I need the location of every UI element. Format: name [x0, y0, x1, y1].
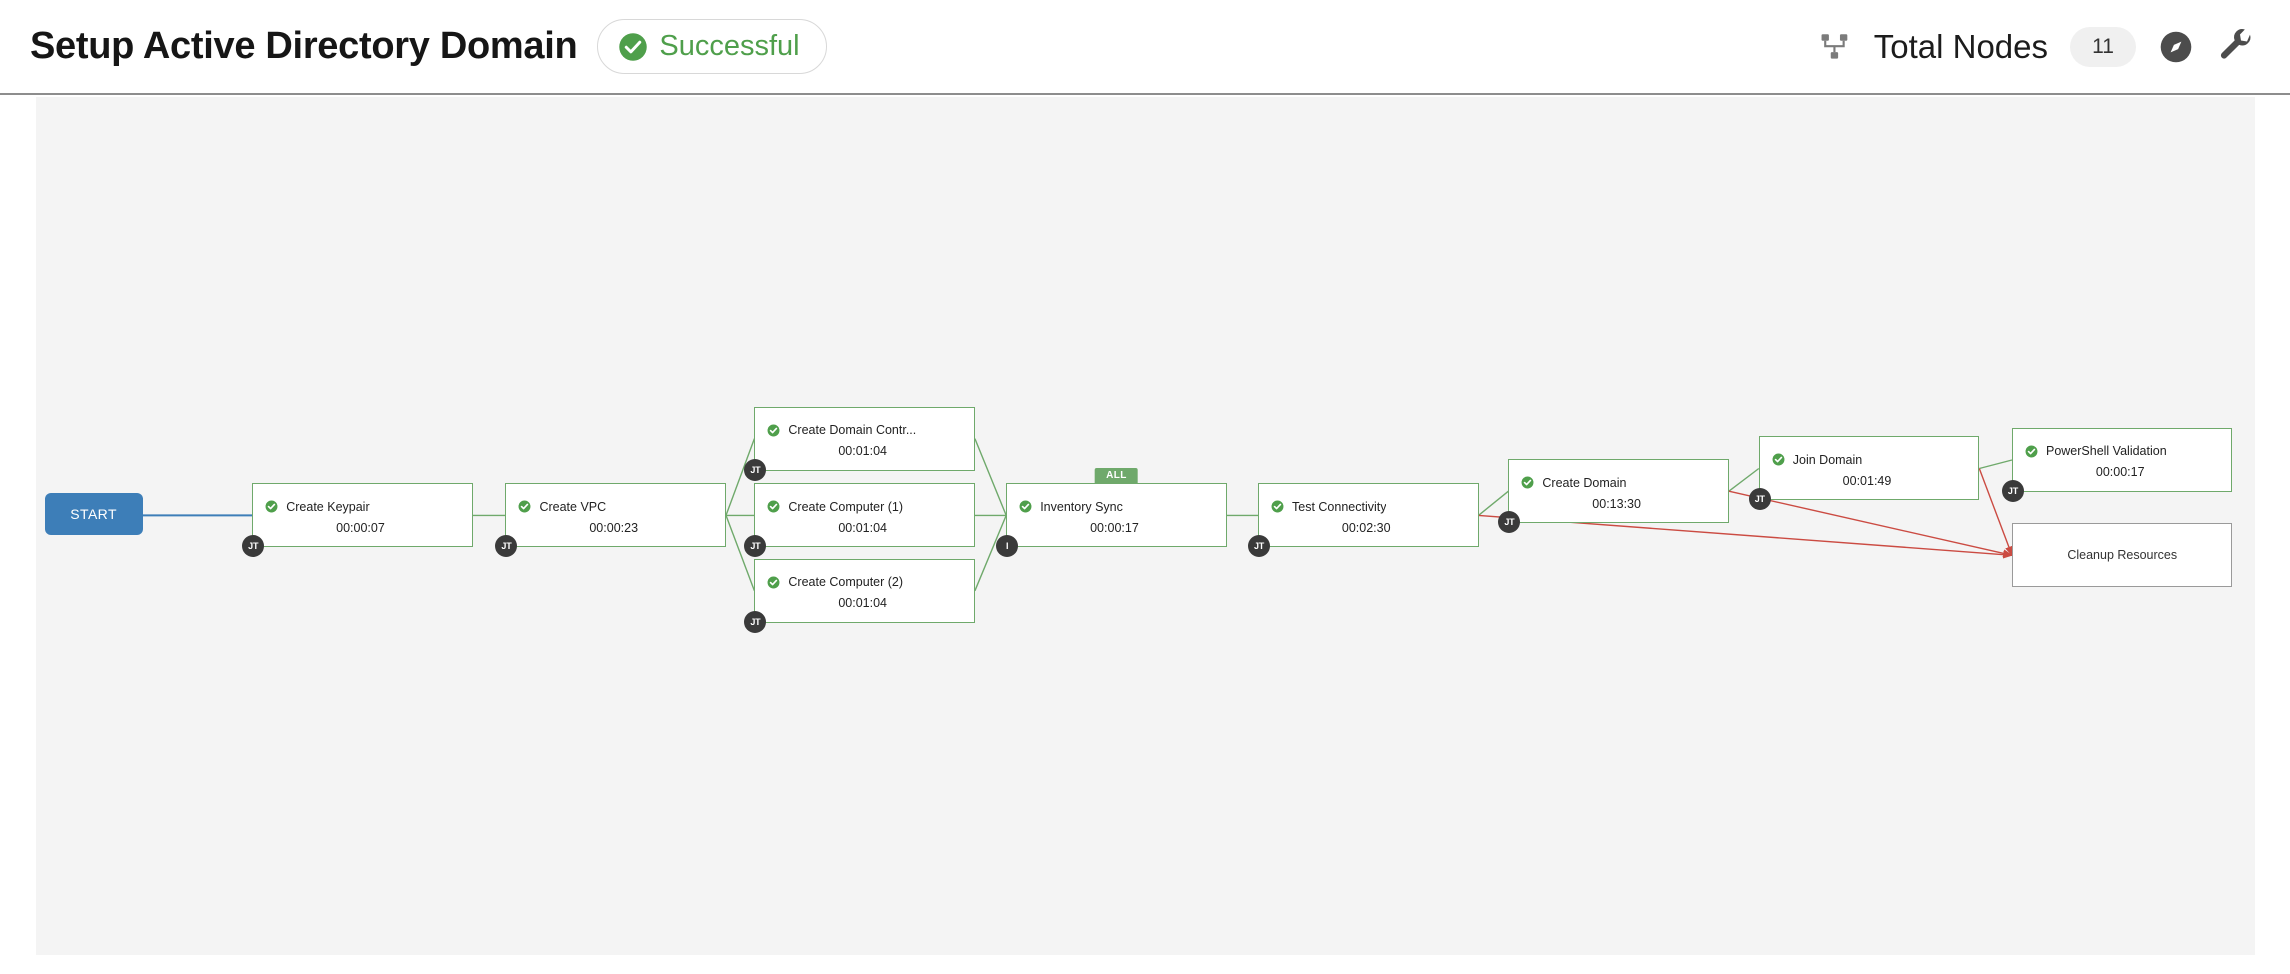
sitemap-icon: [1818, 30, 1852, 64]
node-chip-all: ALL: [1095, 468, 1138, 485]
node-title: Create Domain: [1542, 475, 1627, 490]
node-title: Create VPC: [539, 499, 607, 514]
check-circle-icon: [1521, 476, 1534, 489]
node-duration: 00:02:30: [1341, 520, 1391, 535]
edge-test-connectivity-to-create-domain: [1478, 490, 1509, 516]
node-badge-jt[interactable]: JT: [744, 458, 767, 481]
total-nodes-label: Total Nodes: [1873, 27, 2048, 65]
node-badge-jt[interactable]: JT: [744, 610, 767, 633]
node-header: Create Computer (2): [755, 571, 974, 593]
node-header: Create VPC: [506, 496, 725, 518]
check-circle-icon: [2025, 445, 2038, 458]
node-badge-jt[interactable]: JT: [1748, 488, 1771, 511]
wrench-icon: [2216, 27, 2256, 67]
node-title: Create Keypair: [286, 499, 370, 514]
edge-create-domain-to-join-domain: [1728, 467, 1760, 492]
edge-join-domain-to-cleanup-resources: [1978, 468, 2013, 557]
node-title: Create Computer (1): [788, 499, 904, 514]
node-start-label: START: [70, 506, 117, 522]
total-nodes-count-badge: 11: [2070, 26, 2136, 67]
compass-icon: [2158, 29, 2194, 65]
node-title: Create Domain Contr...: [788, 423, 917, 438]
node-title: Inventory Sync: [1040, 499, 1123, 514]
check-circle-icon: [1271, 500, 1284, 513]
node-header: Inventory Sync: [1007, 496, 1226, 518]
check-circle-icon: [767, 424, 780, 437]
page-title: Setup Active Directory Domain: [30, 25, 578, 67]
node-badge-jt[interactable]: JT: [1248, 535, 1270, 558]
node-title: PowerShell Validation: [2045, 444, 2167, 459]
edge-create-vpc-to-create-computer-2: [725, 515, 756, 592]
node-duration: 00:00:23: [589, 520, 639, 535]
node-badge-i[interactable]: I: [996, 535, 1019, 558]
node-header: Test Connectivity: [1259, 496, 1478, 518]
check-circle-icon: [767, 500, 780, 513]
node-duration: 00:00:17: [1090, 520, 1139, 535]
node-duration: 00:00:07: [336, 520, 385, 535]
node-header: Create Domain: [1509, 472, 1728, 494]
compass-icon-button[interactable]: [2158, 29, 2194, 65]
app-header: Setup Active Directory Domain Successful…: [0, 0, 2290, 95]
node-badge-jt[interactable]: JT: [495, 535, 518, 558]
wrench-icon-button[interactable]: [2216, 27, 2256, 67]
node-title: Cleanup Resources: [2067, 548, 2178, 563]
node-header: Create Computer (1): [755, 496, 974, 518]
header-left-group: Setup Active Directory Domain Successful: [30, 0, 827, 93]
node-title: Join Domain: [1792, 452, 1863, 467]
check-circle-icon: [1772, 454, 1785, 466]
node-duration: 00:01:04: [838, 596, 887, 611]
status-badge: Successful: [597, 19, 827, 74]
node-duration: 00:13:30: [1592, 496, 1641, 511]
node-header: Create Domain Contr...: [755, 419, 974, 441]
node-badge-jt[interactable]: JT: [2001, 479, 2024, 502]
node-start[interactable]: START: [44, 493, 143, 535]
node-badge-jt[interactable]: JT: [744, 535, 767, 558]
node-duration: 00:01:04: [838, 444, 887, 459]
node-badge-jt[interactable]: JT: [1498, 511, 1521, 534]
node-duration: 00:00:17: [2095, 465, 2145, 480]
node-header: Join Domain: [1760, 449, 1979, 471]
node-cleanup-resources[interactable]: Cleanup Resources: [2011, 523, 2233, 588]
check-circle-icon: [518, 500, 531, 513]
node-title: Create Computer (2): [788, 575, 904, 590]
node-header: Create Keypair: [253, 496, 472, 518]
node-badge-jt[interactable]: JT: [242, 535, 265, 558]
edge-create-vpc-to-create-domain-controller: [725, 438, 756, 516]
check-circle-icon: [619, 32, 648, 61]
node-title: Test Connectivity: [1292, 499, 1387, 514]
edge-create-domain-to-cleanup-resources: [1728, 490, 2013, 558]
status-badge-label: Successful: [659, 30, 800, 62]
node-duration: 00:01:49: [1842, 473, 1892, 488]
check-circle-icon: [767, 576, 780, 589]
node-duration: 00:01:04: [838, 520, 887, 535]
node-header: Cleanup Resources: [2013, 548, 2232, 562]
edge-join-domain-to-powershell-validation: [1979, 459, 2013, 470]
edge-create-computer-2-to-inventory-sync: [974, 515, 1007, 592]
node-header: PowerShell Validation: [2013, 440, 2232, 462]
check-circle-icon: [265, 500, 278, 513]
header-right-group: Total Nodes 11: [1818, 0, 2256, 93]
check-circle-icon: [1019, 500, 1032, 513]
edge-create-domain-controller-to-inventory-sync: [974, 438, 1007, 516]
